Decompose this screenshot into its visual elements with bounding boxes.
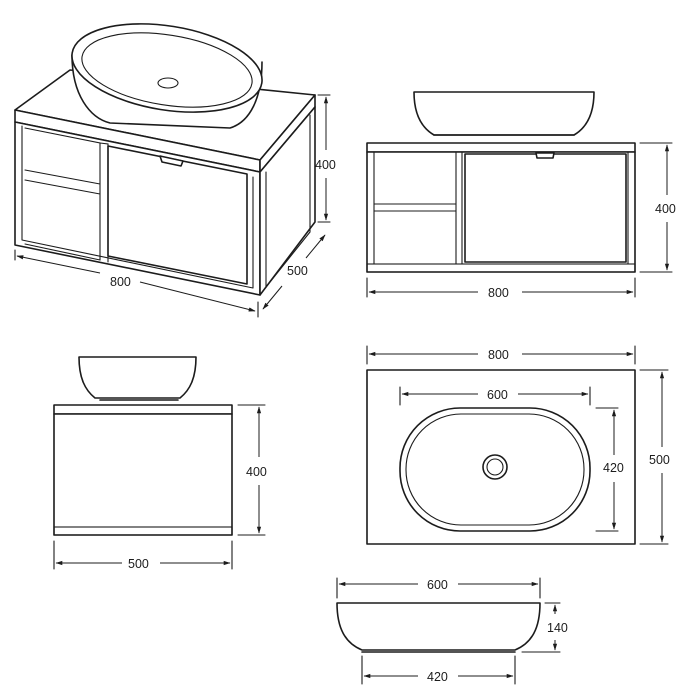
front-view: 400 800 <box>366 91 676 300</box>
iso-drawer-handle <box>159 155 184 167</box>
iso-basin-rim <box>71 23 263 113</box>
front-width-label: 800 <box>488 286 509 300</box>
front-countertop <box>366 142 636 153</box>
top-basin-width-label: 420 <box>603 461 624 475</box>
front-basin <box>413 91 595 136</box>
side-basin <box>78 356 197 399</box>
top-basin-inner <box>405 413 585 526</box>
iso-width-dim-right <box>139 281 256 312</box>
side-countertop <box>53 404 233 415</box>
iso-frame-inner <box>21 125 254 289</box>
iso-side-inner <box>265 114 311 289</box>
iso-basin-drain <box>157 77 179 89</box>
front-cabinet-body <box>366 151 636 273</box>
iso-cabinet-side <box>259 106 316 296</box>
front-height-label: 400 <box>655 202 676 216</box>
side-height-label: 400 <box>246 465 267 479</box>
side-base-rail <box>53 526 233 536</box>
top-view: 800 600 420 500 <box>366 345 670 545</box>
isometric-view: 400 500 800 <box>14 23 336 318</box>
front-base-rail <box>366 263 636 273</box>
profile-height-label: 140 <box>547 621 568 635</box>
iso-basin-inner <box>81 32 253 108</box>
iso-depth-label: 500 <box>287 264 308 278</box>
profile-base-label: 420 <box>427 670 448 684</box>
iso-depth-dim-upper <box>305 234 326 259</box>
profile-length-label: 600 <box>427 578 448 592</box>
iso-width-label: 800 <box>110 275 131 289</box>
top-basin-rim <box>399 407 591 532</box>
top-depth-label: 500 <box>649 453 670 467</box>
side-cabinet-body <box>53 413 233 536</box>
front-drawer-handle <box>535 152 555 159</box>
iso-width-dim-left <box>16 255 101 274</box>
top-width-label: 800 <box>488 348 509 362</box>
side-view: 400 500 <box>53 356 267 571</box>
iso-shelf-compartment <box>24 127 109 263</box>
top-basin-drain-inner <box>486 458 504 476</box>
iso-height-label: 400 <box>315 158 336 172</box>
top-basin-length-label: 600 <box>487 388 508 402</box>
top-basin-drain-outer <box>482 454 508 480</box>
profile-basin <box>336 602 541 651</box>
iso-drawer-front <box>107 145 248 285</box>
iso-depth-dim-lower <box>262 285 283 310</box>
side-width-label: 500 <box>128 557 149 571</box>
basin-profile-view: 600 140 420 <box>336 577 568 685</box>
